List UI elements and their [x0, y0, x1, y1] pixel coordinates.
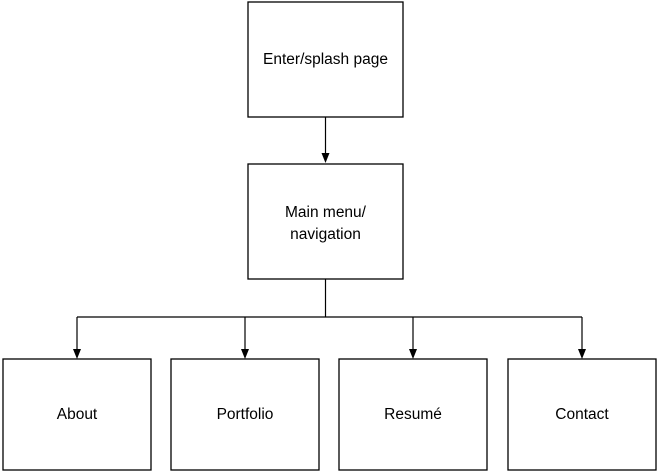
edge-main-menu-to-about [73, 317, 81, 359]
node-about: About [2, 358, 152, 471]
edge-main-menu-to-resume-arrowhead [409, 349, 417, 359]
edge-splash-to-main-menu [321, 117, 330, 163]
node-splash-box [247, 1, 404, 118]
edge-main-menu-bus [77, 279, 582, 318]
node-resume-box [338, 358, 488, 471]
edge-main-menu-to-portfolio [241, 317, 249, 359]
node-contact-box [507, 358, 657, 471]
node-main-menu: Main menu/ navigation [247, 163, 404, 280]
node-contact: Contact [507, 358, 657, 471]
edge-splash-to-main-menu-arrowhead [321, 153, 330, 163]
edge-main-menu-to-contact [578, 317, 586, 359]
edge-main-menu-to-resume [409, 317, 417, 359]
node-about-label: About [57, 406, 98, 423]
node-splash-label: Enter/splash page [263, 51, 388, 68]
node-resume: Resumé [338, 358, 488, 471]
edge-main-menu-to-portfolio-arrowhead [241, 349, 249, 359]
node-portfolio-label: Portfolio [217, 406, 274, 423]
node-portfolio-box [170, 358, 320, 471]
node-main-menu-label-line-2: navigation [290, 226, 361, 243]
node-main-menu-label-line-1: Main menu/ [285, 204, 367, 221]
node-portfolio: Portfolio [170, 358, 320, 471]
edge-main-menu-to-about-arrowhead [73, 349, 81, 359]
edge-main-menu-to-contact-arrowhead [578, 349, 586, 359]
node-about-box [2, 358, 152, 471]
node-resume-label: Resumé [384, 406, 442, 423]
node-contact-label: Contact [555, 406, 609, 423]
node-main-menu-box [247, 163, 404, 280]
node-splash: Enter/splash page [247, 1, 404, 118]
